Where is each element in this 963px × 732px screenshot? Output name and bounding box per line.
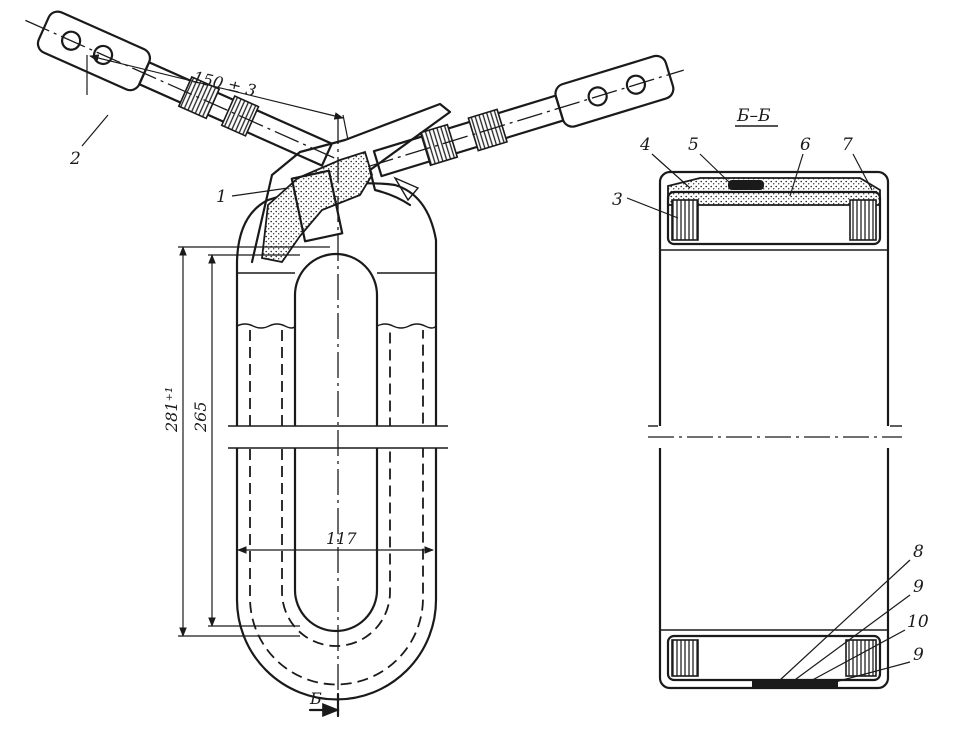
dim-line: [89, 54, 344, 120]
bottom-insulation-strip: [752, 680, 838, 688]
insulation-fill: [261, 150, 373, 263]
right-lead-tube: [372, 94, 565, 178]
bottom-left-winding: [671, 639, 699, 677]
callout-5: 5: [688, 135, 699, 155]
callout-1: 1: [216, 187, 227, 207]
section-callouts: 3 4 5 6 7 8 9 10 9: [612, 135, 929, 687]
ext-line: [342, 114, 349, 141]
coil-front-view: Б: [228, 102, 452, 718]
callout-4: 4: [639, 135, 651, 155]
callout-3: 3: [612, 190, 623, 210]
callout-2-leader: [81, 114, 109, 147]
top-right-winding: [849, 199, 877, 241]
callout-5-leader: [699, 153, 731, 184]
right-lead-center-line: [367, 69, 684, 168]
callout-2: 2: [69, 149, 81, 169]
right-tube-sleeve: [419, 123, 459, 167]
callout-8-leader: [779, 559, 911, 681]
callout-10-leader: [804, 629, 906, 685]
section-title: Б–Б: [736, 106, 771, 126]
callout-3-leader: [626, 197, 679, 219]
width-dimension: 117: [237, 529, 434, 554]
top-winding-pocket: [666, 190, 882, 246]
break-line: [376, 323, 437, 329]
lead-block: [290, 169, 344, 243]
callout-6-leader: [789, 153, 804, 197]
inner-height-value: 265: [191, 401, 210, 433]
callout-4-leader: [651, 153, 691, 189]
lead-conductor: [728, 180, 764, 190]
callout-9a-leader: [791, 594, 911, 683]
callout-10: 10: [907, 612, 929, 632]
callout-9b-leader: [819, 661, 911, 687]
callout-1-leader: [231, 187, 289, 197]
outer-height-value: 281⁺¹: [162, 387, 181, 433]
break-line: [236, 323, 296, 329]
coil-inner-window: [293, 252, 379, 633]
right-lead-assembly: [367, 54, 684, 178]
height-dimensions: 281⁺¹ 265: [162, 246, 330, 637]
section-view: Б–Б: [645, 106, 905, 690]
width-value: 117: [326, 529, 357, 548]
hidden-inner-contour: [281, 330, 391, 647]
callout-9b: 9: [913, 645, 924, 665]
left-lead-center-line: [25, 19, 337, 160]
callout-9a: 9: [913, 577, 924, 597]
callout-8: 8: [913, 542, 924, 562]
bottom-right-winding: [845, 639, 877, 677]
top-left-winding: [671, 199, 699, 241]
clamp-tab: [393, 176, 420, 202]
section-marker-label: Б: [309, 689, 322, 708]
callout-7-leader: [852, 153, 873, 191]
callout-7: 7: [842, 135, 853, 155]
callout-6: 6: [800, 135, 811, 155]
left-lead-assembly: [25, 10, 337, 167]
tap-spacing-dimension: 150 ± 3: [86, 54, 349, 141]
